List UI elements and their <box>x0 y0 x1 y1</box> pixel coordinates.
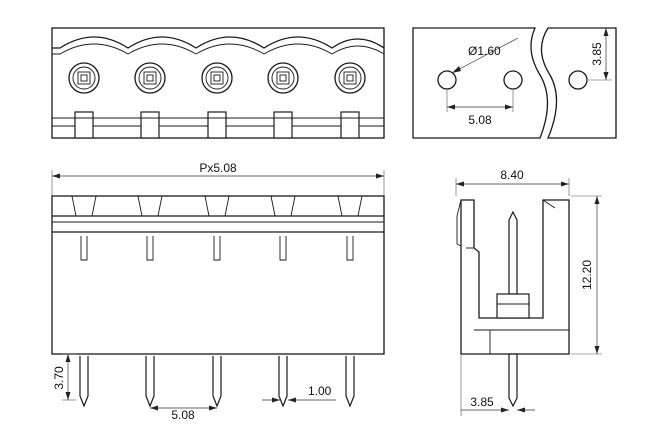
top-notch-2 <box>137 195 163 217</box>
pin-pitch-label: 5.08 <box>171 408 195 422</box>
side-view-housing <box>460 199 570 355</box>
rail-tabs <box>74 111 360 139</box>
top-view-wave-inner <box>52 43 385 55</box>
pin-offset-label: 3.85 <box>470 395 494 409</box>
height-label: 12.20 <box>580 260 594 290</box>
hole-offset-label: 3.85 <box>590 42 604 66</box>
rail-tab-2 <box>140 111 160 139</box>
top-notch-5 <box>337 195 363 217</box>
solder-pin-1 <box>79 236 89 408</box>
solder-pins <box>79 236 355 408</box>
rail-tab-5 <box>340 111 360 139</box>
top-notch-4 <box>270 195 296 217</box>
width-label: 8.40 <box>500 168 524 182</box>
solder-pin-3 <box>212 236 222 408</box>
side-contact-clamp <box>496 293 530 319</box>
top-notch-1 <box>71 195 97 217</box>
side-view: 8.40 12.20 3.85 <box>455 168 602 416</box>
total-pitch-label: Px5.08 <box>199 161 237 175</box>
side-solder-pin <box>508 353 518 408</box>
side-contact-pin <box>508 210 518 295</box>
pcb-hole-1 <box>437 70 457 90</box>
screw-terminal-5 <box>334 62 366 94</box>
pin-length-label: 3.70 <box>52 366 66 390</box>
solder-pin-4 <box>278 236 288 408</box>
diameter-leader <box>451 37 519 74</box>
front-view: Px5.08 3.70 5.08 1.00 <box>51 161 385 422</box>
solder-pin-5 <box>345 236 355 408</box>
hole-pitch-label: 5.08 <box>468 113 492 127</box>
pcb-hole-2 <box>503 70 523 90</box>
screw-terminals <box>68 62 366 94</box>
screw-terminal-3 <box>201 62 233 94</box>
screw-terminal-1 <box>68 62 100 94</box>
pcb-hole-3 <box>568 70 588 90</box>
rail-tab-4 <box>273 111 293 139</box>
hole-diameter-label: Ø1.60 <box>468 44 501 58</box>
top-notches <box>71 195 363 217</box>
rail-tab-3 <box>207 111 227 139</box>
front-view-body <box>51 195 385 355</box>
top-view <box>51 27 385 139</box>
solder-pin-2 <box>145 236 155 408</box>
screw-terminal-4 <box>267 62 299 94</box>
top-view-wave-edge <box>52 36 385 49</box>
pin-thickness-label: 1.00 <box>308 384 332 398</box>
top-notch-3 <box>204 195 230 217</box>
detail-panel-left <box>412 27 549 139</box>
detail-panel-right <box>540 27 617 139</box>
pcb-hole-detail: Ø1.60 5.08 3.85 <box>412 27 617 139</box>
screw-terminal-2 <box>134 62 166 94</box>
rail-tab-1 <box>74 111 94 139</box>
diameter-arrow <box>452 66 461 73</box>
